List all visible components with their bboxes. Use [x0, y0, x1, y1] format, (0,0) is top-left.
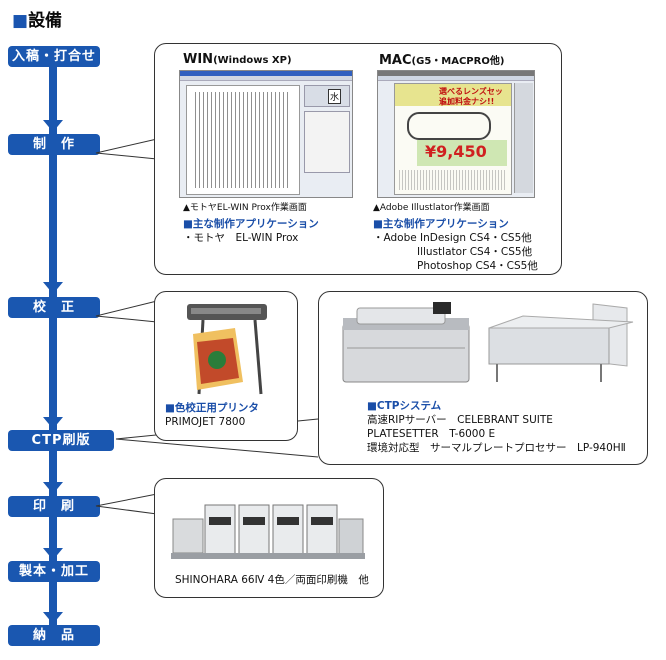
arrow-down-icon [43, 612, 63, 624]
arrow-down-icon [43, 282, 63, 294]
mac-app-item: Illustlator CS4・CS5他 [417, 246, 533, 258]
step-nohin: 納 品 [8, 625, 100, 646]
step-kosei: 校 正 [8, 297, 100, 318]
platesetter-image [342, 302, 470, 383]
printing-press-image [171, 504, 365, 559]
step-nyuko: 入稿・打合せ [8, 46, 100, 67]
mac-title: MAC(G5・MACPRO他) [379, 53, 505, 68]
mac-caption: ▲Adobe Illustlator作業画面 [373, 203, 490, 213]
ctp-line: 環境対応型 サーマルプレートプロセサー LP-940HⅡ [367, 442, 626, 454]
step-insatsu: 印 刷 [8, 496, 100, 517]
press-caption: SHINOHARA 66Ⅳ 4色／両面印刷機 他 [175, 574, 369, 586]
step-seisaku: 制 作 [8, 134, 100, 155]
mac-apps: ■主な制作アプリケーション ・Adobe InDesign CS4・CS5他 I… [373, 216, 538, 273]
arrow-down-icon [43, 120, 63, 132]
page-title: ■設備 [12, 11, 63, 31]
proof-model: PRIMOJET 7800 [165, 416, 246, 428]
flow-line [49, 60, 57, 632]
production-box: WIN(Windows XP) MAC(G5・MACPRO他) 水 選べるレンズ… [154, 43, 562, 275]
ctp-info: ■CTPシステム 高速RIPサーバー CELEBRANT SUITE PLATE… [367, 398, 626, 455]
mac-app-item: Photoshop CS4・CS5他 [417, 260, 538, 272]
proof-heading: ■色校正用プリンタ [165, 402, 259, 414]
workflow-chart: 入稿・打合せ 制 作 校 正 CTP刷版 印 刷 製本・加工 納 品 [8, 0, 118, 660]
arrow-down-icon [43, 417, 63, 429]
step-seihon: 製本・加工 [8, 561, 100, 582]
ctp-line: 高速RIPサーバー CELEBRANT SUITE [367, 414, 553, 426]
arrow-down-icon [43, 548, 63, 560]
win-apps: ■主な制作アプリケーション ・モトヤ EL-WIN Prox [183, 216, 319, 245]
mac-app-item: ・Adobe InDesign CS4・CS5他 [373, 232, 532, 244]
mac-screenshot: 選べるレンズセット! 追加料金ナシ!! ¥9,450 [377, 70, 535, 198]
ctp-heading: ■CTPシステム [367, 400, 442, 412]
arrow-down-icon [43, 482, 63, 494]
step-ctp: CTP刷版 [8, 430, 114, 451]
ctp-box: ■CTPシステム 高速RIPサーバー CELEBRANT SUITE PLATE… [318, 291, 648, 465]
mac-apps-heading: ■主な制作アプリケーション [373, 218, 509, 230]
proof-info: ■色校正用プリンタ PRIMOJET 7800 [165, 400, 259, 429]
win-apps-heading: ■主な制作アプリケーション [183, 218, 319, 230]
win-app-item: ・モトヤ EL-WIN Prox [183, 232, 299, 244]
press-box: SHINOHARA 66Ⅳ 4色／両面印刷機 他 [154, 478, 384, 598]
proof-printer-image [187, 304, 267, 395]
win-caption: ▲モトヤEL-WIN Prox作業画面 [183, 203, 307, 213]
win-title: WIN(Windows XP) [183, 52, 292, 67]
win-screenshot: 水 [179, 70, 353, 198]
proof-box: ■色校正用プリンタ PRIMOJET 7800 [154, 291, 298, 441]
plate-processor-image [488, 303, 634, 382]
ctp-line: PLATESETTER T-6000 E [367, 428, 496, 440]
